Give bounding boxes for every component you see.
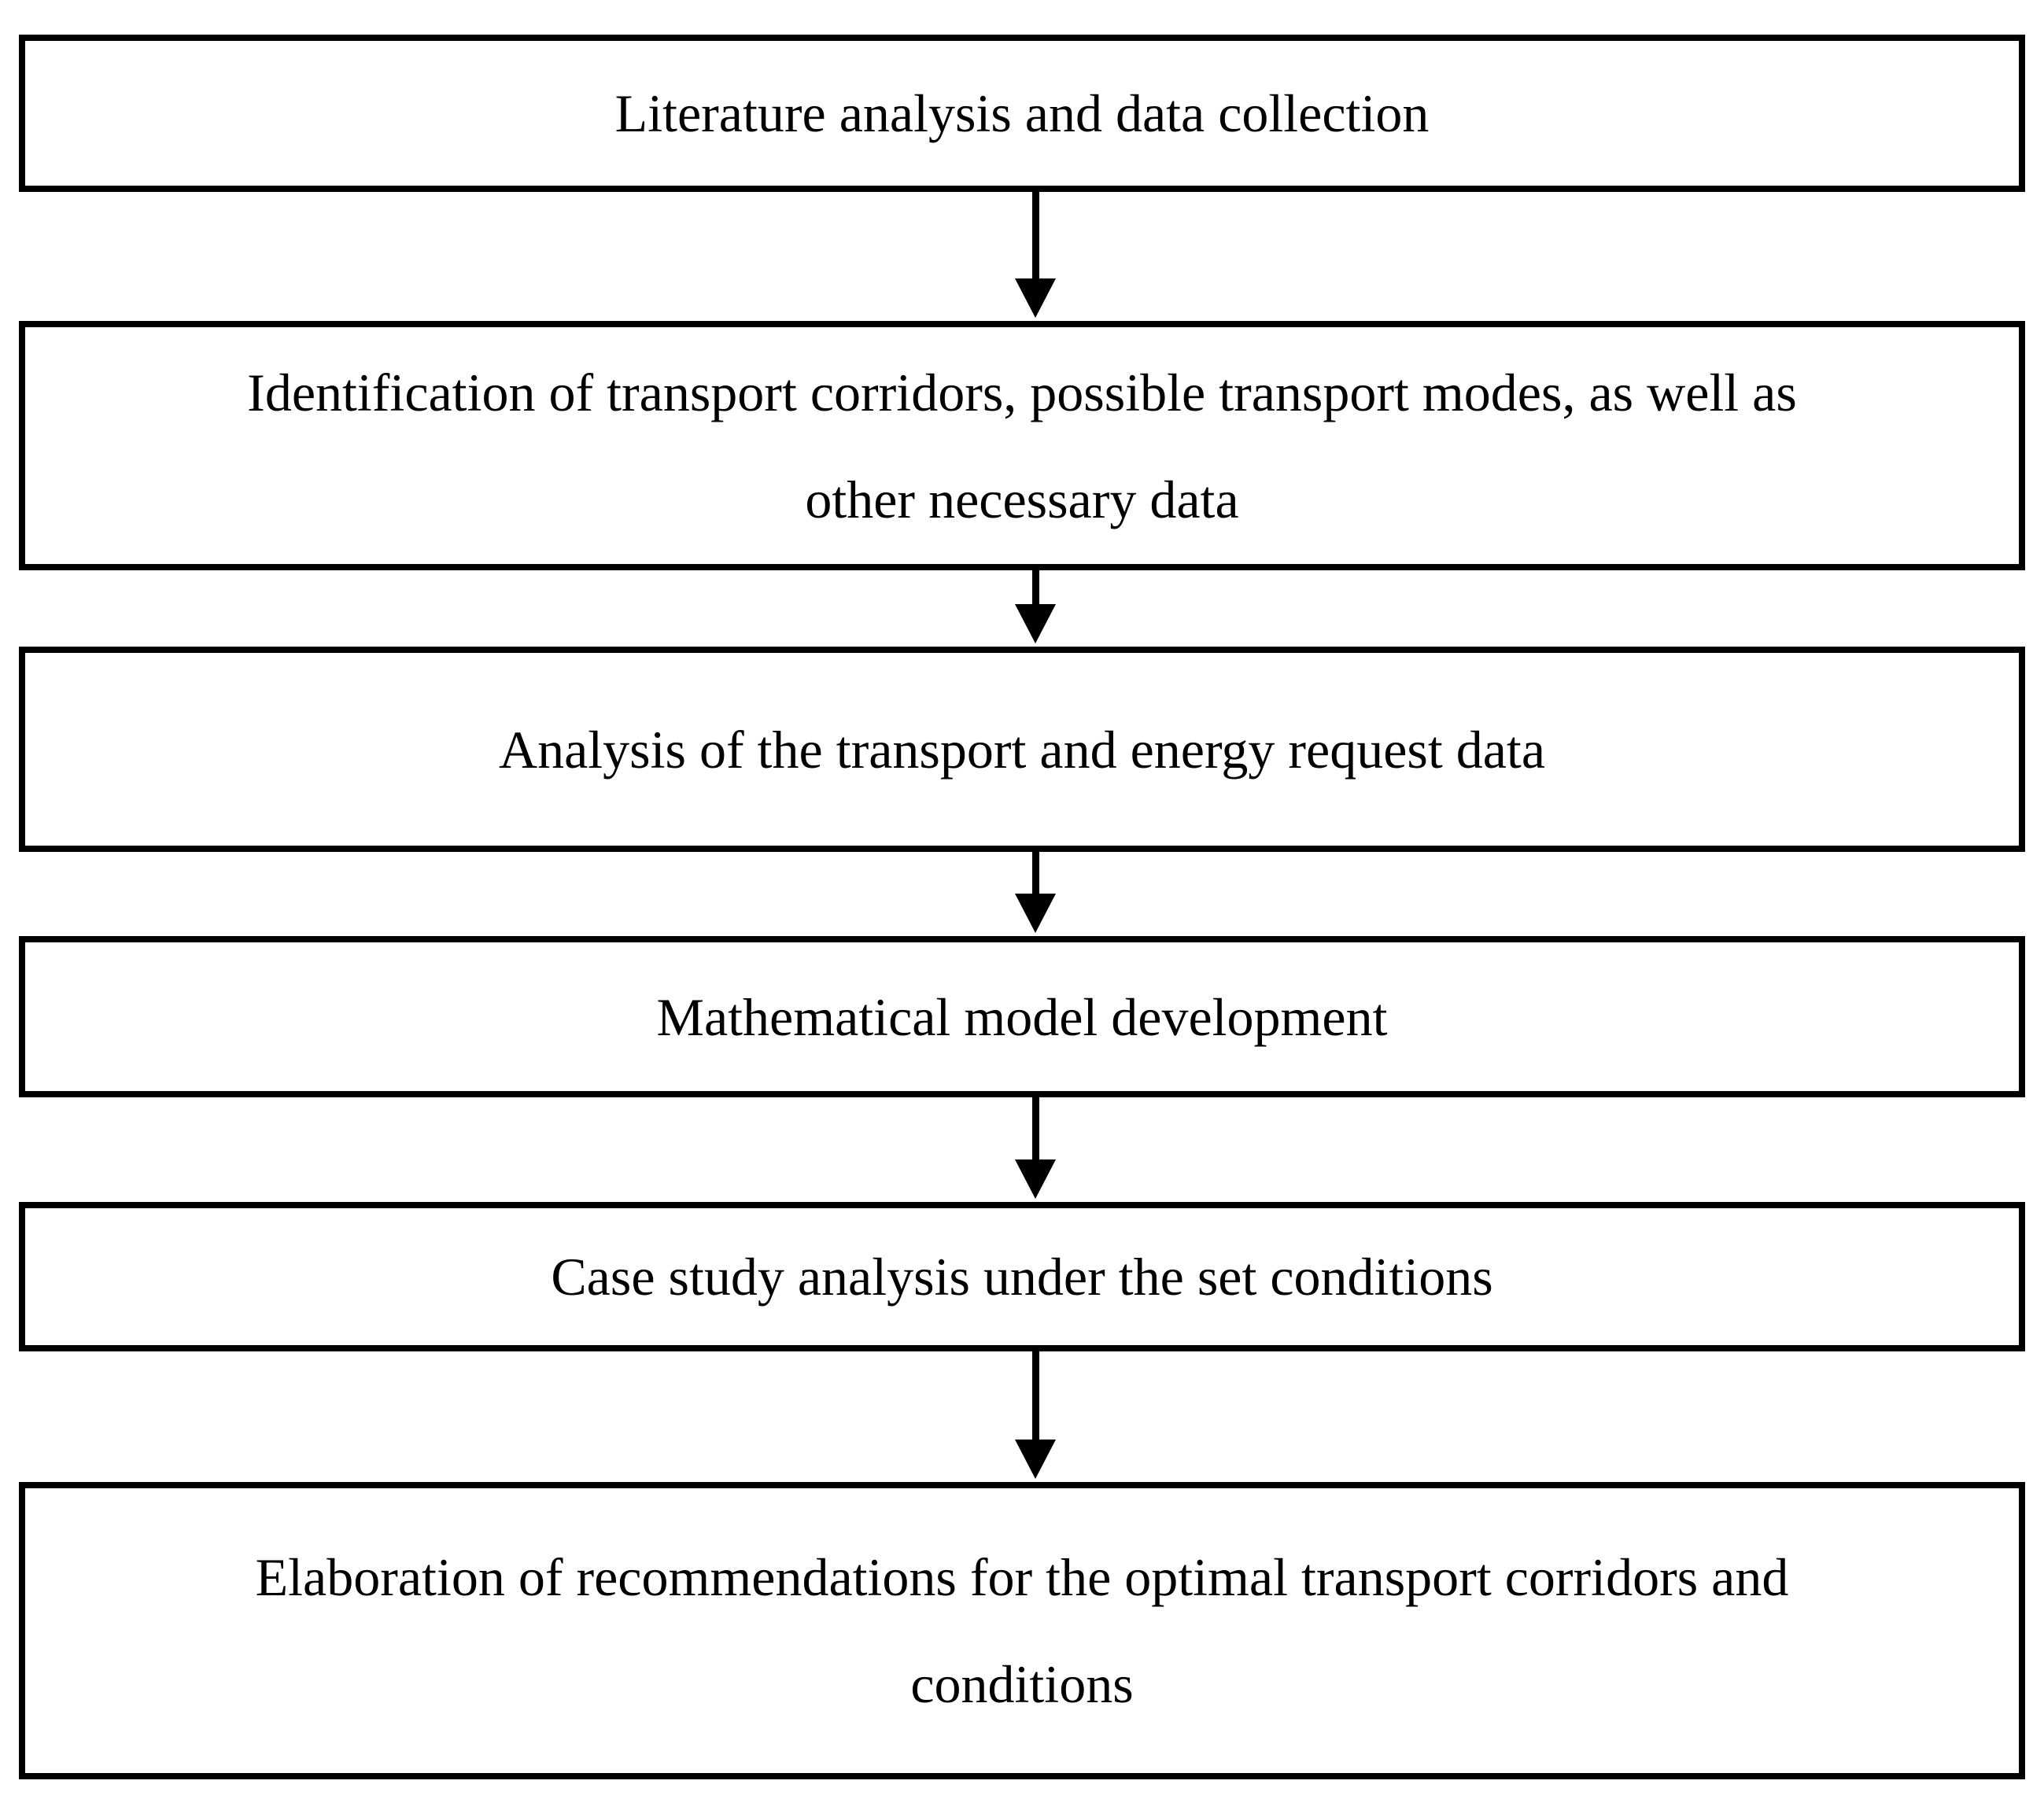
flow-step-identification-corridors: Identification of transport corridors, p… — [19, 321, 2025, 570]
down-arrow-4-head-icon — [1015, 1159, 1056, 1199]
down-arrow-4 — [1015, 1097, 1056, 1199]
flow-step-2-label: Identification of transport corridors, p… — [223, 339, 1821, 553]
flow-step-1-label: Literature analysis and data collection — [592, 60, 1453, 167]
down-arrow-5-stem — [1031, 1351, 1039, 1440]
flow-step-3-line-1: Analysis of the transport and energy req… — [498, 719, 1546, 780]
flow-step-6-label: Elaboration of recommendations for the o… — [232, 1524, 1813, 1738]
down-arrow-3-head-icon — [1015, 894, 1056, 933]
down-arrow-2-head-icon — [1015, 604, 1056, 643]
down-arrow-1 — [1015, 192, 1056, 318]
flow-step-5-line-1: Case study analysis under the set condit… — [551, 1247, 1493, 1307]
flow-step-elaboration-recommendations: Elaboration of recommendations for the o… — [19, 1482, 2025, 1779]
flow-step-literature-analysis: Literature analysis and data collection — [19, 35, 2025, 192]
down-arrow-3-stem — [1031, 852, 1039, 894]
down-arrow-5 — [1015, 1351, 1056, 1479]
flow-step-6-line-1: Elaboration of recommendations for the o… — [255, 1547, 1789, 1607]
flow-step-1-line-1: Literature analysis and data collection — [614, 83, 1430, 143]
down-arrow-5-head-icon — [1015, 1440, 1056, 1479]
flow-step-4-line-1: Mathematical model development — [656, 986, 1388, 1047]
down-arrow-2-stem — [1031, 570, 1039, 604]
flow-step-3-label: Analysis of the transport and energy req… — [475, 696, 1569, 803]
flow-step-analysis-energy-request: Analysis of the transport and energy req… — [19, 647, 2025, 852]
down-arrow-4-stem — [1031, 1097, 1039, 1159]
flow-step-6-line-2: conditions — [910, 1654, 1134, 1714]
down-arrow-2 — [1015, 570, 1056, 643]
flow-step-2-line-2: other necessary data — [805, 469, 1239, 529]
down-arrow-1-head-icon — [1015, 278, 1056, 318]
flow-step-mathematical-model: Mathematical model development — [19, 936, 2025, 1097]
flow-step-case-study: Case study analysis under the set condit… — [19, 1202, 2025, 1351]
down-arrow-3 — [1015, 852, 1056, 933]
down-arrow-1-stem — [1031, 192, 1039, 278]
flow-step-2-line-1: Identification of transport corridors, p… — [247, 362, 1797, 422]
flow-step-4-label: Mathematical model development — [633, 964, 1411, 1071]
flow-step-5-label: Case study analysis under the set condit… — [527, 1223, 1516, 1330]
